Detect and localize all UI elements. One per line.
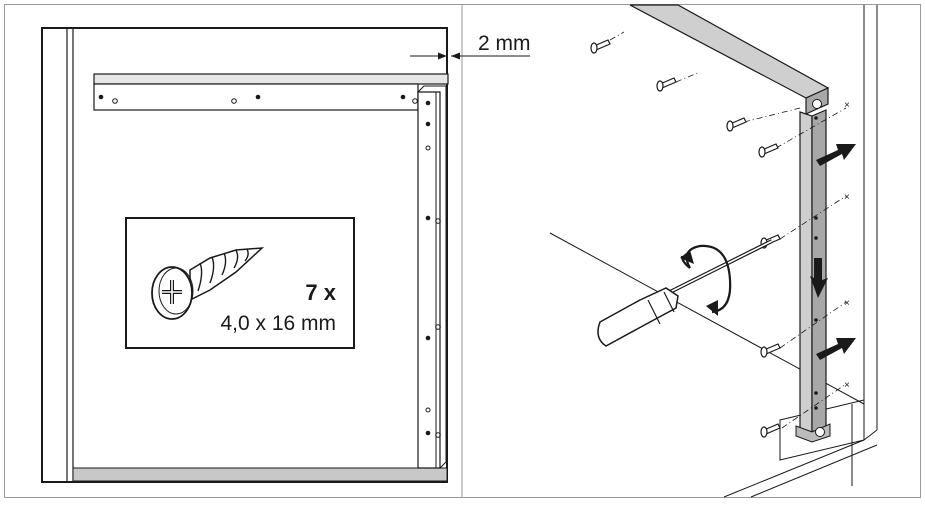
svg-text:×: × — [844, 100, 850, 111]
svg-text:×: × — [844, 298, 850, 309]
bottom-board-edge — [72, 467, 448, 482]
left-panel: 2 mm 7 x 4,0 x 16 mm — [41, 27, 531, 483]
screwdriver-icon — [597, 239, 773, 347]
screw-icon — [726, 117, 747, 132]
screw-quantity: 7 x — [305, 280, 336, 305]
screw-guide-lines — [609, 31, 847, 429]
screw-icon — [656, 77, 677, 92]
screw-icon — [760, 343, 781, 358]
screw-icon — [758, 143, 779, 158]
arrow-right-icon — [816, 144, 856, 166]
screw-size: 4,0 x 16 mm — [220, 312, 336, 335]
arrow-right-icon — [816, 338, 856, 360]
clockwise-rotation-icon — [680, 244, 732, 316]
cabinet-bottom-line — [863, 429, 878, 441]
right-panel: × × × × — [549, 4, 878, 498]
vertical-rail — [417, 85, 447, 469]
gap-label: 2 mm — [478, 32, 531, 55]
arrow-down-icon — [810, 258, 828, 298]
cabinet-floor-line — [723, 439, 865, 498]
floor-front-edge — [750, 444, 878, 498]
svg-text:×: × — [844, 192, 850, 203]
screw-icon — [590, 39, 611, 54]
screw-icons — [590, 39, 781, 438]
top-rail — [93, 73, 449, 111]
top-rail-perspective — [629, 4, 830, 115]
svg-text:×: × — [844, 380, 850, 391]
countersunk-phillips-screw-icon — [151, 247, 265, 320]
guide-end-marks: × × × × — [844, 100, 850, 391]
screw-icon — [760, 423, 781, 438]
gap-dimension: 2 mm — [410, 28, 531, 72]
screw-callout: 7 x 4,0 x 16 mm — [125, 217, 355, 349]
figure-border — [4, 4, 921, 498]
